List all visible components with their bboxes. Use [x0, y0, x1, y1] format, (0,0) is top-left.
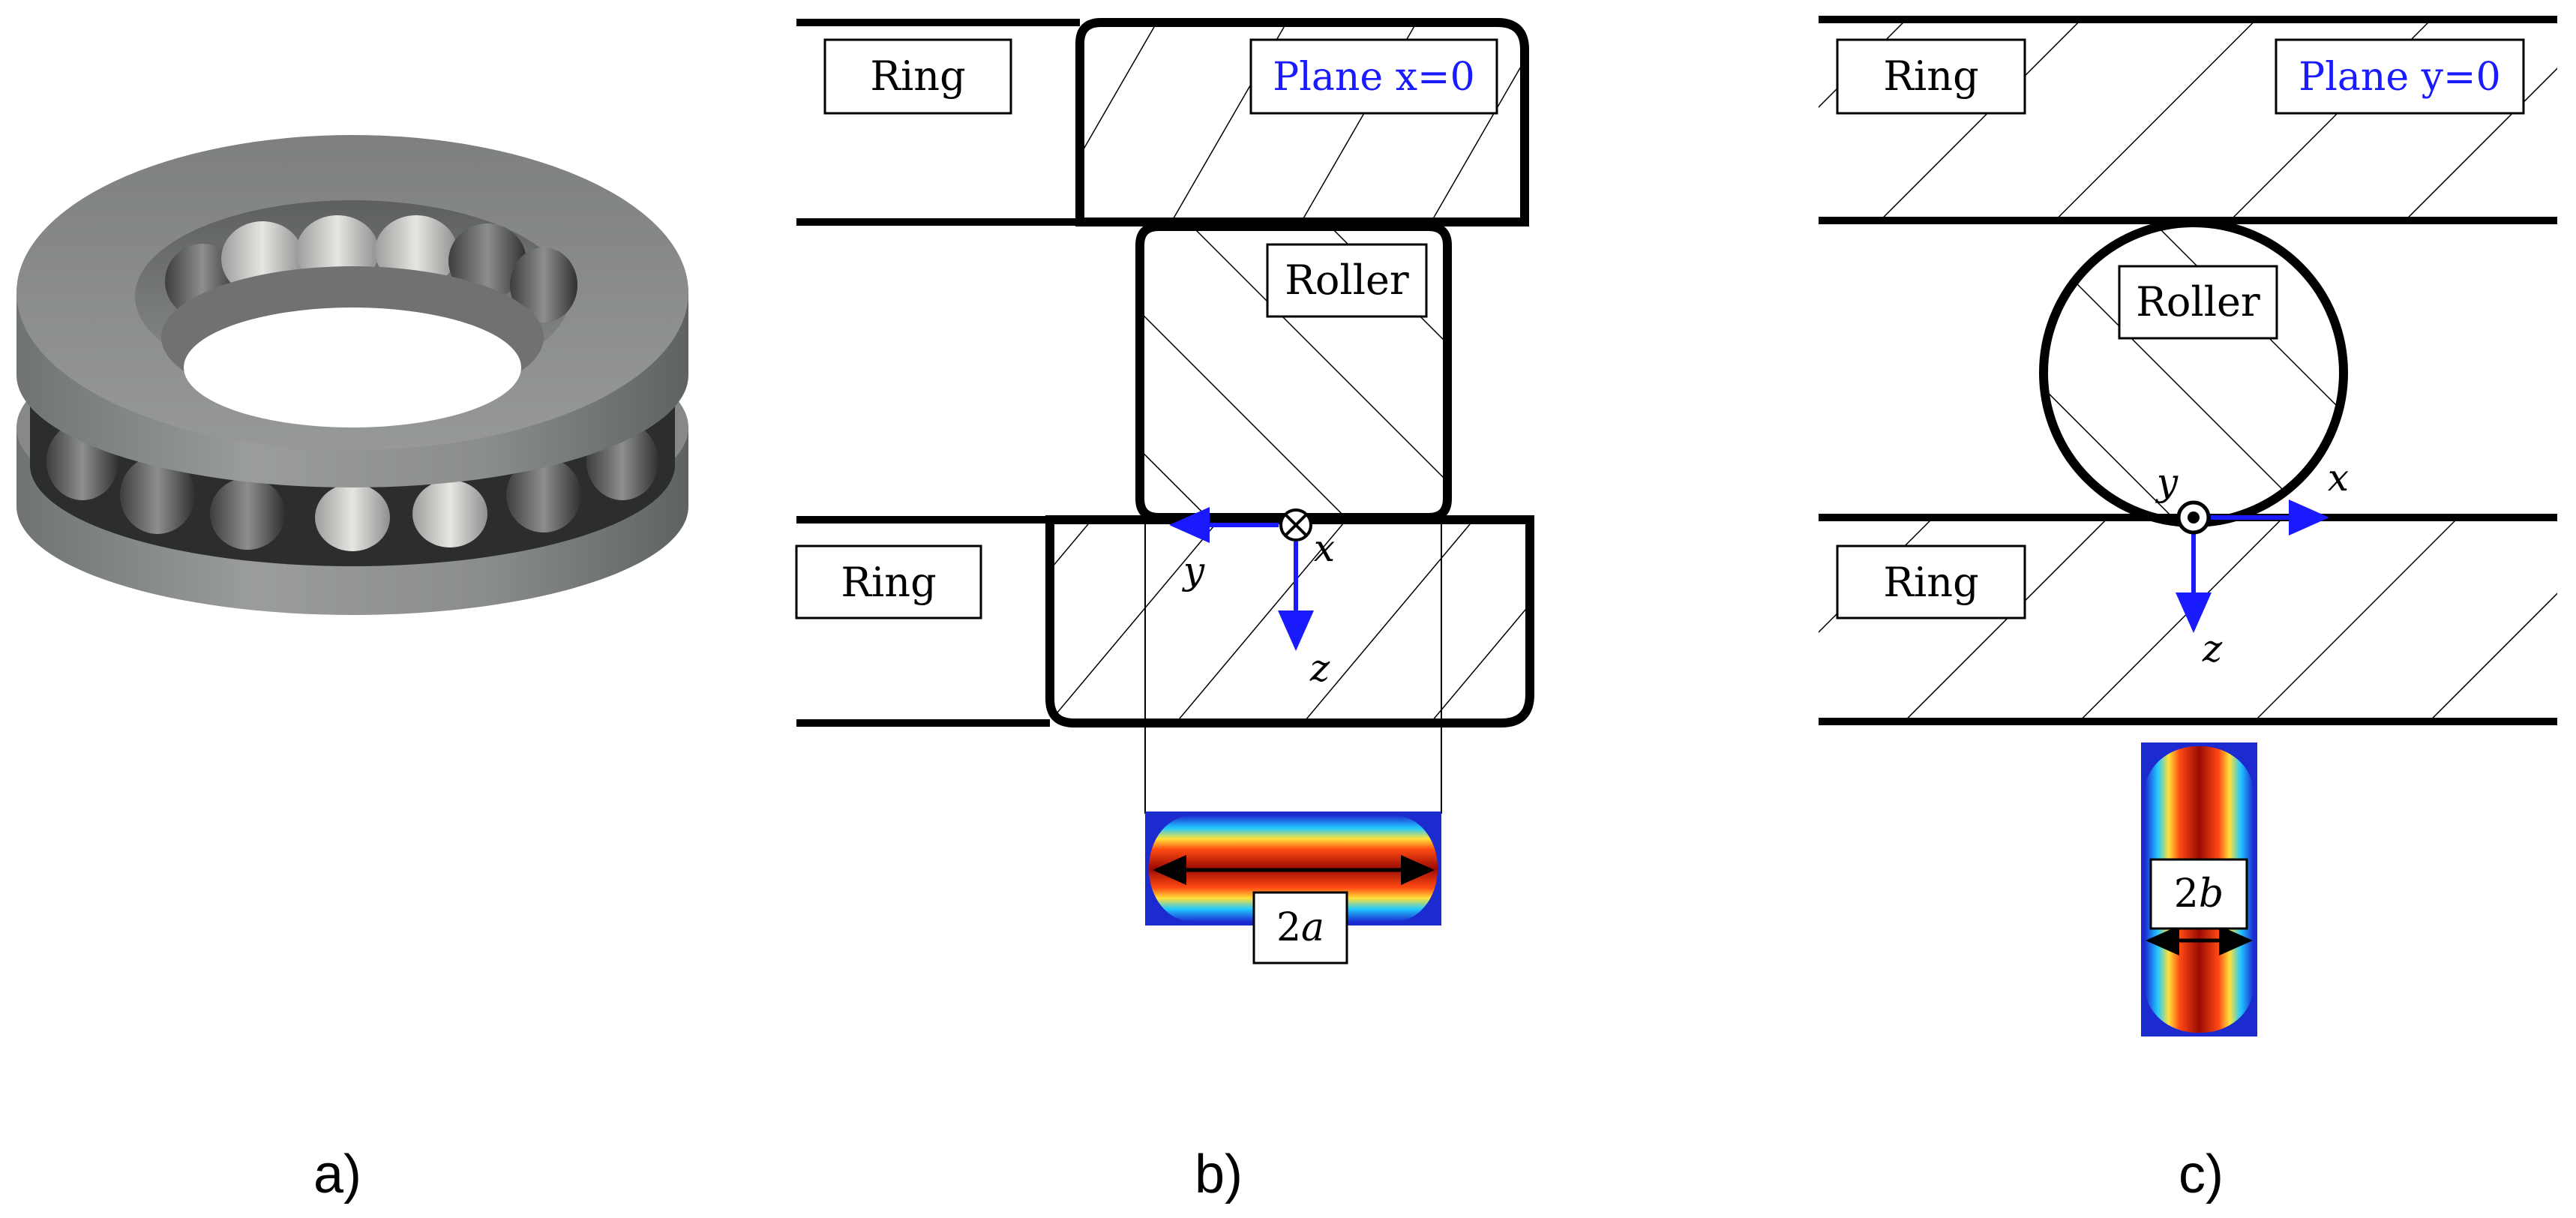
- y-axis-out-of-page-symbol: [2176, 500, 2211, 535]
- axis-x-label: x: [2328, 456, 2349, 500]
- dimension-label-2b: 2b: [2174, 872, 2224, 916]
- bottom-ring-label: Ring: [841, 559, 936, 606]
- top-ring-label: Ring: [870, 52, 965, 100]
- top-ring-label-box: [823, 38, 1012, 115]
- top-ring-label-box: [1836, 38, 2026, 115]
- axis-y-label: y: [2155, 460, 2179, 504]
- roller-label-box: [1266, 243, 1428, 318]
- bottom-ring-section: [1045, 515, 1534, 728]
- caption-b: b): [1195, 1144, 1243, 1204]
- bore-hole: [184, 308, 521, 428]
- plane-label-box: [1249, 38, 1498, 115]
- roller-row-front: [46, 422, 658, 551]
- caption-c: c): [2179, 1144, 2224, 1204]
- bearing-3d-illustration: [16, 135, 688, 615]
- plane-label: Plane y=0: [2299, 55, 2500, 100]
- dimension-label-box-2a: [1252, 891, 1348, 964]
- top-ring-label: Ring: [1883, 52, 1978, 100]
- dimension-label-box-2b: [2149, 858, 2248, 930]
- axis-z-label: z: [2202, 627, 2223, 670]
- dimension-label-2a: 2a: [1276, 905, 1324, 950]
- plane-label: Plane x=0: [1273, 55, 1474, 100]
- section-plane-x0: Ring Plane x=0 Roller Ring y x z 2a: [795, 18, 1534, 964]
- roller-label: Roller: [1285, 256, 1409, 304]
- roller-label: Roller: [2136, 278, 2260, 326]
- section-plane-y0: Ring Plane y=0 Roller Ring y x z 2b: [1819, 16, 2557, 1036]
- bottom-ring-label-box: [795, 544, 982, 620]
- caption-a: a): [313, 1144, 361, 1204]
- plane-label-box: [2275, 38, 2525, 115]
- axis-x-label: x: [1314, 526, 1335, 570]
- roller-label-box: [2118, 265, 2278, 340]
- axis-z-label: z: [1309, 646, 1330, 690]
- axis-y-label: y: [1182, 549, 1205, 592]
- bottom-ring-label: Ring: [1883, 559, 1978, 606]
- bottom-ring-label-box: [1836, 544, 2026, 620]
- x-axis-into-page-symbol: [1279, 508, 1312, 542]
